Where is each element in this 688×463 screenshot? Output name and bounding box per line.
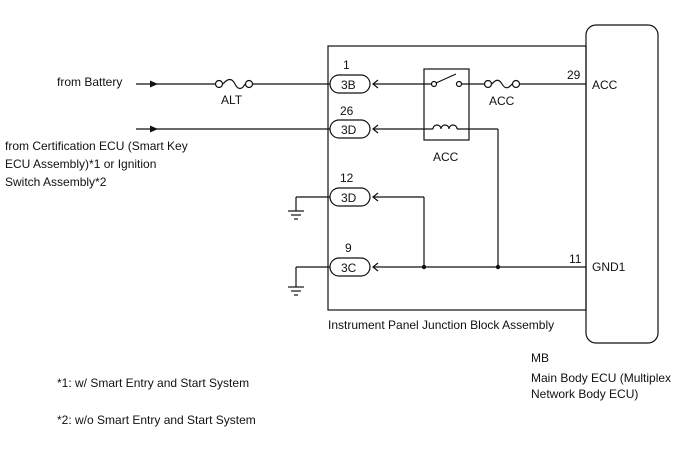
relay-switch-arm: [435, 73, 457, 84]
input-cert-line1: from Certification ECU (Smart Key: [5, 139, 188, 153]
connector-3d-26-label: 3D: [341, 123, 357, 137]
pin-12-label: 12: [340, 171, 354, 185]
ecu-pin-11-label: 11: [569, 252, 582, 266]
alt-fuse-icon: [214, 78, 254, 90]
input-cert-line2: ECU Assembly)*1 or Ignition: [5, 157, 156, 171]
acc-fuse-label: ACC: [489, 94, 515, 108]
ecu-box: [585, 24, 659, 344]
connector-3d-26: [329, 119, 371, 139]
ecu-pin-29-label: 29: [567, 68, 581, 82]
pin-9-label: 9: [345, 241, 352, 255]
junction-block-label: Instrument Panel Junction Block Assembly: [328, 318, 554, 332]
ecu-name-line2: Network Body ECU): [531, 387, 638, 401]
junction-dot-1: [421, 264, 427, 270]
cert-arrow-icon: [150, 125, 158, 133]
pin-1-label: 1: [343, 58, 350, 72]
relay-coil-icon: [432, 124, 458, 130]
ecu-pin-gnd1-label: GND1: [592, 260, 626, 274]
ground-icon: [288, 210, 304, 220]
ecu-name-line1: Main Body ECU (Multiplex: [531, 371, 671, 385]
junction-dot-2: [495, 264, 501, 270]
relay-contact-left-icon: [430, 80, 438, 88]
footnote-1: *1: w/ Smart Entry and Start System: [57, 376, 249, 390]
input-cert-line3: Switch Assembly*2: [5, 175, 107, 189]
connector-3b: [329, 74, 371, 94]
ground-icon: [288, 286, 304, 296]
acc-relay-label: ACC: [433, 150, 459, 164]
pin-26-label: 26: [340, 104, 354, 118]
acc-relay-box: [423, 68, 470, 141]
connector-3c-label: 3C: [341, 261, 357, 275]
ecu-code-label: MB: [531, 351, 549, 365]
acc-fuse-icon: [483, 79, 521, 89]
battery-arrow-icon: [150, 80, 158, 88]
alt-fuse-label: ALT: [221, 93, 243, 107]
connector-3d-12-label: 3D: [341, 191, 357, 205]
input-battery-label: from Battery: [57, 75, 122, 89]
connector-3b-label: 3B: [341, 78, 356, 92]
relay-contact-right-icon: [455, 80, 463, 88]
ecu-pin-acc-label: ACC: [592, 78, 618, 92]
footnote-2: *2: w/o Smart Entry and Start System: [57, 413, 256, 427]
